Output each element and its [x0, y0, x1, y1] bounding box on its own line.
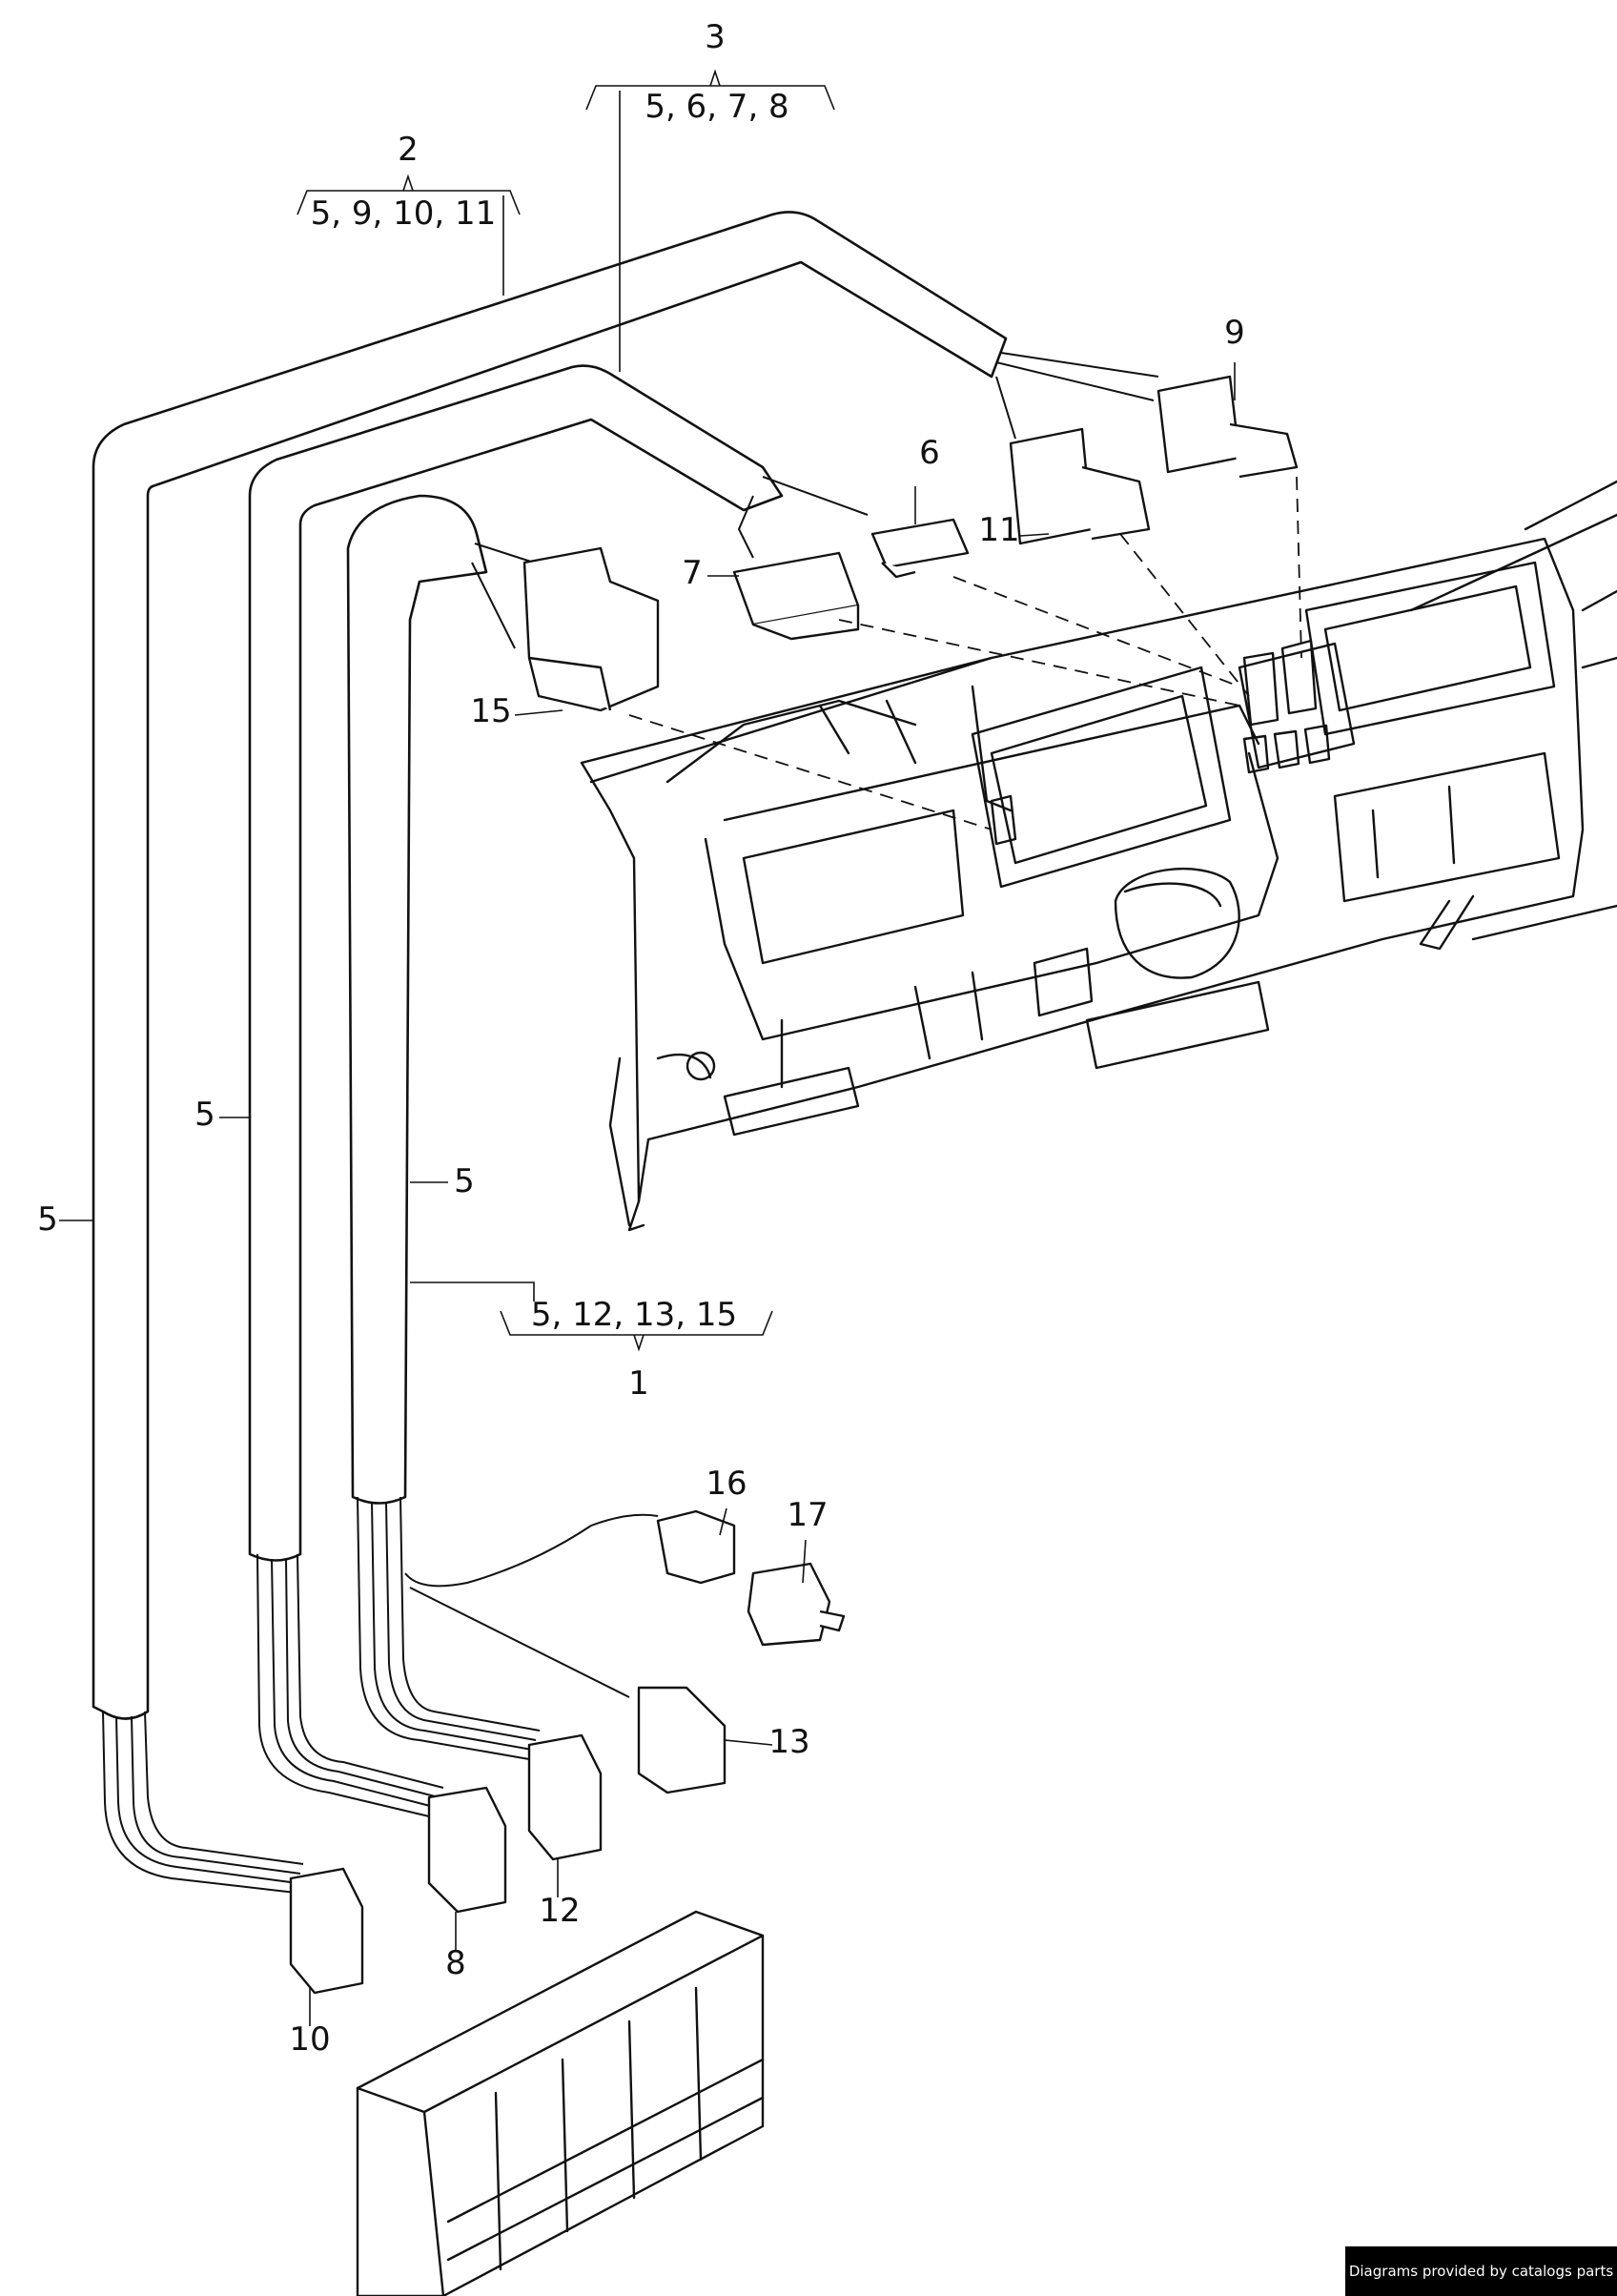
callout-c9: 9 — [1224, 314, 1245, 352]
callout-c7: 7 — [682, 554, 703, 592]
leader-lines — [59, 69, 1302, 2026]
callout-c5c: 5 — [454, 1162, 475, 1200]
part-8 — [427, 1786, 507, 1914]
dashboard-illustration — [580, 480, 1617, 1232]
part-10 — [289, 1867, 364, 1995]
part-16 — [656, 1509, 736, 1585]
wire-bundles — [102, 352, 1159, 1894]
callout-c13: 13 — [768, 1723, 809, 1761]
callout-c8: 8 — [445, 1944, 466, 1982]
callout-c1: 1 — [628, 1364, 649, 1403]
callout-c5a: 5 — [37, 1200, 58, 1239]
callout-c12: 12 — [539, 1892, 580, 1930]
part-15 — [522, 546, 660, 712]
part-7 — [732, 551, 860, 641]
credit-footer: Diagrams provided by catalogs parts — [1345, 2246, 1617, 2296]
part-11 — [1009, 427, 1151, 545]
group-label-g3: 5, 6, 7, 8 — [645, 88, 788, 126]
callout-c16: 16 — [706, 1465, 747, 1503]
harness-2 — [92, 211, 1008, 1720]
part-9 — [1156, 375, 1299, 479]
callout-c6: 6 — [919, 434, 940, 472]
callout-c11: 11 — [978, 511, 1019, 549]
group-label-g1: 5, 12, 13, 15 — [531, 1296, 737, 1334]
relay-plate — [356, 1910, 765, 2296]
harness-3 — [248, 364, 784, 1562]
callout-c2: 2 — [398, 131, 419, 169]
harness-1 — [346, 494, 488, 1505]
callout-c15: 15 — [470, 692, 511, 730]
callout-c3: 3 — [705, 18, 726, 56]
part-13 — [637, 1686, 727, 1794]
group-labels: 5, 12, 13, 15 5, 9, 10, 11 5, 6, 7, 8 — [311, 88, 789, 1334]
part-6 — [870, 518, 970, 579]
callout-c17: 17 — [787, 1496, 828, 1534]
part-17 — [747, 1562, 846, 1647]
part-12 — [527, 1733, 603, 1861]
callout-c10: 10 — [289, 2020, 330, 2059]
group-label-g2: 5, 9, 10, 11 — [311, 195, 497, 233]
callout-c5b: 5 — [194, 1096, 215, 1134]
